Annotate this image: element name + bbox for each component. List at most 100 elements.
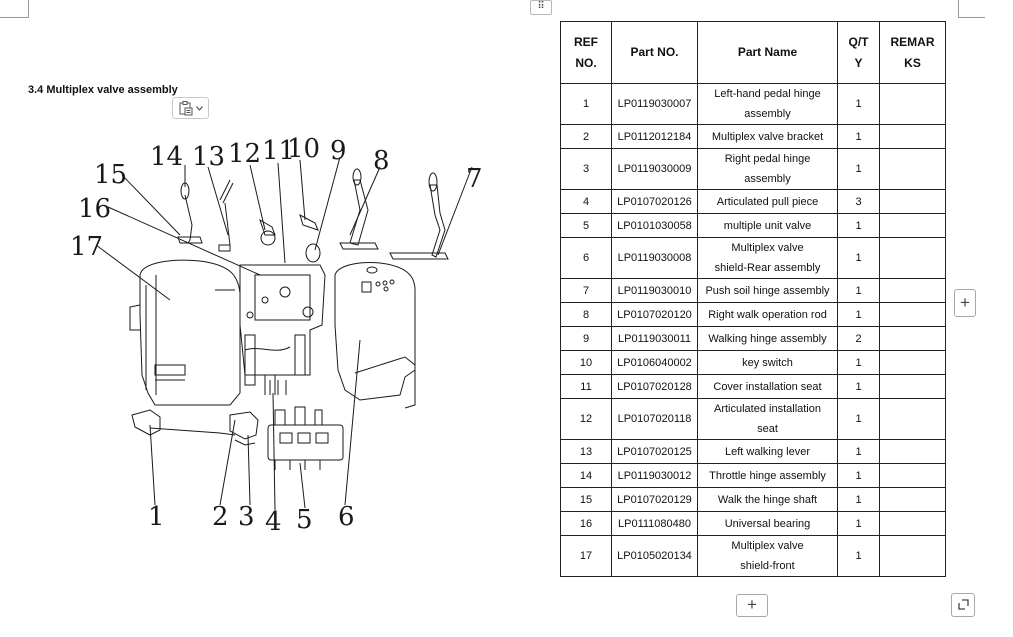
cell-remarks[interactable] <box>879 302 946 327</box>
cell-ref-no[interactable]: 9 <box>560 326 612 351</box>
cell-ref-no[interactable]: 11 <box>560 374 612 399</box>
callout-6: 6 <box>338 502 355 532</box>
cell-qty[interactable]: 1 <box>837 398 880 440</box>
cell-part-name[interactable]: Universal bearing <box>697 511 838 536</box>
cell-remarks[interactable] <box>879 189 946 214</box>
cell-remarks[interactable] <box>879 511 946 536</box>
cell-remarks[interactable] <box>879 213 946 238</box>
cell-ref-no[interactable]: 4 <box>560 189 612 214</box>
cell-part-no[interactable]: LP0119030012 <box>611 463 698 488</box>
cell-qty[interactable]: 2 <box>837 326 880 351</box>
cell-remarks[interactable] <box>879 148 946 190</box>
cell-ref-no[interactable]: 12 <box>560 398 612 440</box>
cell-part-no[interactable]: LP0107020126 <box>611 189 698 214</box>
cell-qty[interactable]: 1 <box>837 535 880 577</box>
cell-part-no[interactable]: LP0119030009 <box>611 148 698 190</box>
cell-qty[interactable]: 1 <box>837 237 880 279</box>
cell-part-no[interactable]: LP0119030007 <box>611 83 698 125</box>
cell-qty[interactable]: 1 <box>837 278 880 303</box>
cell-part-name[interactable]: Multiplex valve bracket <box>697 124 838 149</box>
cell-part-name[interactable]: Walking hinge assembly <box>697 326 838 351</box>
cell-part-name[interactable]: Left walking lever <box>697 439 838 464</box>
cell-part-name[interactable]: Walk the hinge shaft <box>697 487 838 512</box>
cell-qty[interactable]: 1 <box>837 463 880 488</box>
cell-part-no[interactable]: LP0107020129 <box>611 487 698 512</box>
cell-remarks[interactable] <box>879 350 946 375</box>
cell-qty[interactable]: 1 <box>837 302 880 327</box>
cell-part-no[interactable]: LP0105020134 <box>611 535 698 577</box>
cell-part-name[interactable]: multiple unit valve <box>697 213 838 238</box>
cell-part-name[interactable]: Articulated pull piece <box>697 189 838 214</box>
cell-part-no[interactable]: LP0101030058 <box>611 213 698 238</box>
header-part-no[interactable]: Part NO. <box>611 21 698 84</box>
cell-ref-no[interactable]: 10 <box>560 350 612 375</box>
add-row-button[interactable]: + <box>736 594 768 617</box>
cell-remarks[interactable] <box>879 237 946 279</box>
cell-part-no[interactable]: LP0112012184 <box>611 124 698 149</box>
cell-remarks[interactable] <box>879 463 946 488</box>
add-column-button[interactable]: + <box>954 289 976 317</box>
cell-remarks[interactable] <box>879 398 946 440</box>
cell-qty[interactable]: 1 <box>837 148 880 190</box>
cell-ref-no[interactable]: 8 <box>560 302 612 327</box>
cell-qty[interactable]: 3 <box>837 189 880 214</box>
cell-remarks[interactable] <box>879 374 946 399</box>
paste-options-button[interactable] <box>172 97 209 119</box>
cell-ref-no[interactable]: 2 <box>560 124 612 149</box>
cell-remarks[interactable] <box>879 487 946 512</box>
callout-3: 3 <box>238 502 255 532</box>
cell-part-no[interactable]: LP0106040002 <box>611 350 698 375</box>
cell-part-name[interactable]: Throttle hinge assembly <box>697 463 838 488</box>
cell-part-no[interactable]: LP0119030008 <box>611 237 698 279</box>
table-move-handle[interactable]: ⠿ <box>530 0 552 15</box>
cell-part-no[interactable]: LP0119030010 <box>611 278 698 303</box>
cell-ref-no[interactable]: 13 <box>560 439 612 464</box>
cell-part-no[interactable]: LP0107020120 <box>611 302 698 327</box>
cell-qty[interactable]: 1 <box>837 374 880 399</box>
header-part-name[interactable]: Part Name <box>697 21 838 84</box>
cell-qty[interactable]: 1 <box>837 350 880 375</box>
cell-part-no[interactable]: LP0107020125 <box>611 439 698 464</box>
callout-7: 7 <box>466 164 483 194</box>
cell-part-name[interactable]: Cover installation seat <box>697 374 838 399</box>
cell-remarks[interactable] <box>879 439 946 464</box>
cell-ref-no[interactable]: 16 <box>560 511 612 536</box>
cell-remarks[interactable] <box>879 278 946 303</box>
cell-part-no[interactable]: LP0107020128 <box>611 374 698 399</box>
cell-part-no[interactable]: LP0119030011 <box>611 326 698 351</box>
cell-qty[interactable]: 1 <box>837 439 880 464</box>
cell-ref-no[interactable]: 15 <box>560 487 612 512</box>
cell-ref-no[interactable]: 14 <box>560 463 612 488</box>
cell-qty[interactable]: 1 <box>837 511 880 536</box>
cell-part-name[interactable]: key switch <box>697 350 838 375</box>
cell-remarks[interactable] <box>879 535 946 577</box>
cell-ref-no[interactable]: 6 <box>560 237 612 279</box>
cell-ref-no[interactable]: 17 <box>560 535 612 577</box>
cell-part-no[interactable]: LP0107020118 <box>611 398 698 440</box>
cell-remarks[interactable] <box>879 124 946 149</box>
cell-part-name[interactable]: Push soil hinge assembly <box>697 278 838 303</box>
cell-ref-no[interactable]: 1 <box>560 83 612 125</box>
cell-ref-no[interactable]: 7 <box>560 278 612 303</box>
cell-remarks[interactable] <box>879 83 946 125</box>
cell-qty[interactable]: 1 <box>837 213 880 238</box>
cell-ref-no[interactable]: 3 <box>560 148 612 190</box>
cell-part-no[interactable]: LP0111080480 <box>611 511 698 536</box>
cell-ref-no[interactable]: 5 <box>560 213 612 238</box>
cell-qty[interactable]: 1 <box>837 124 880 149</box>
cell-part-name[interactable]: Right walk operation rod <box>697 302 838 327</box>
cell-qty[interactable]: 1 <box>837 83 880 125</box>
cell-remarks[interactable] <box>879 326 946 351</box>
cell-qty[interactable]: 1 <box>837 487 880 512</box>
table-resize-button[interactable] <box>951 593 975 617</box>
